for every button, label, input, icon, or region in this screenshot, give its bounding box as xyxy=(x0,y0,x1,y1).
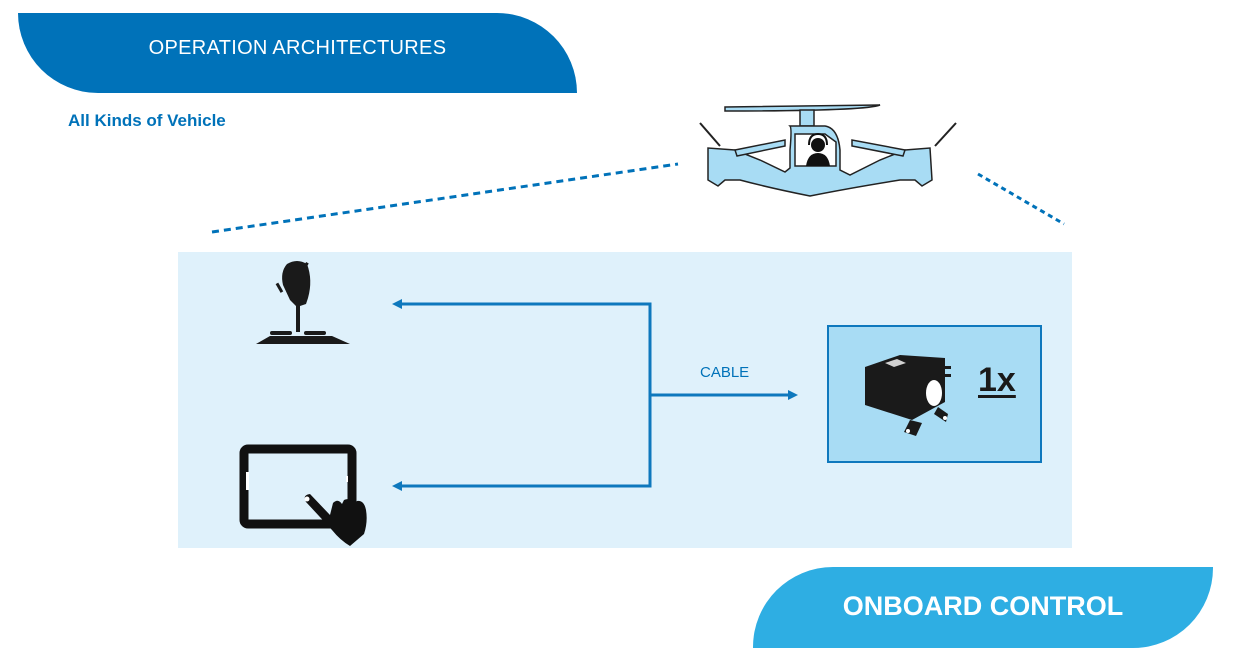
control-unit-icon xyxy=(865,355,951,436)
cable-label: CABLE xyxy=(700,364,750,381)
projection-line-left xyxy=(211,162,679,234)
pilot-icon xyxy=(806,132,830,166)
device-count-label: 1x xyxy=(978,361,1016,399)
arrow-to-device xyxy=(788,390,798,400)
projection-line-right xyxy=(977,172,1065,226)
cable-connector xyxy=(396,302,790,488)
header-banner xyxy=(18,13,577,93)
tablet-touch-icon xyxy=(239,444,367,546)
arrow-to-joystick xyxy=(392,299,402,309)
arrow-to-tablet xyxy=(392,481,402,491)
evtol-aircraft-icon xyxy=(699,104,957,197)
page-title: OPERATION ARCHITECTURES xyxy=(148,37,447,59)
footer-title: ONBOARD CONTROL xyxy=(842,591,1124,621)
footer-banner xyxy=(753,567,1213,648)
page-subtitle: All Kinds of Vehicle xyxy=(68,111,226,130)
joystick-icon xyxy=(256,261,350,344)
